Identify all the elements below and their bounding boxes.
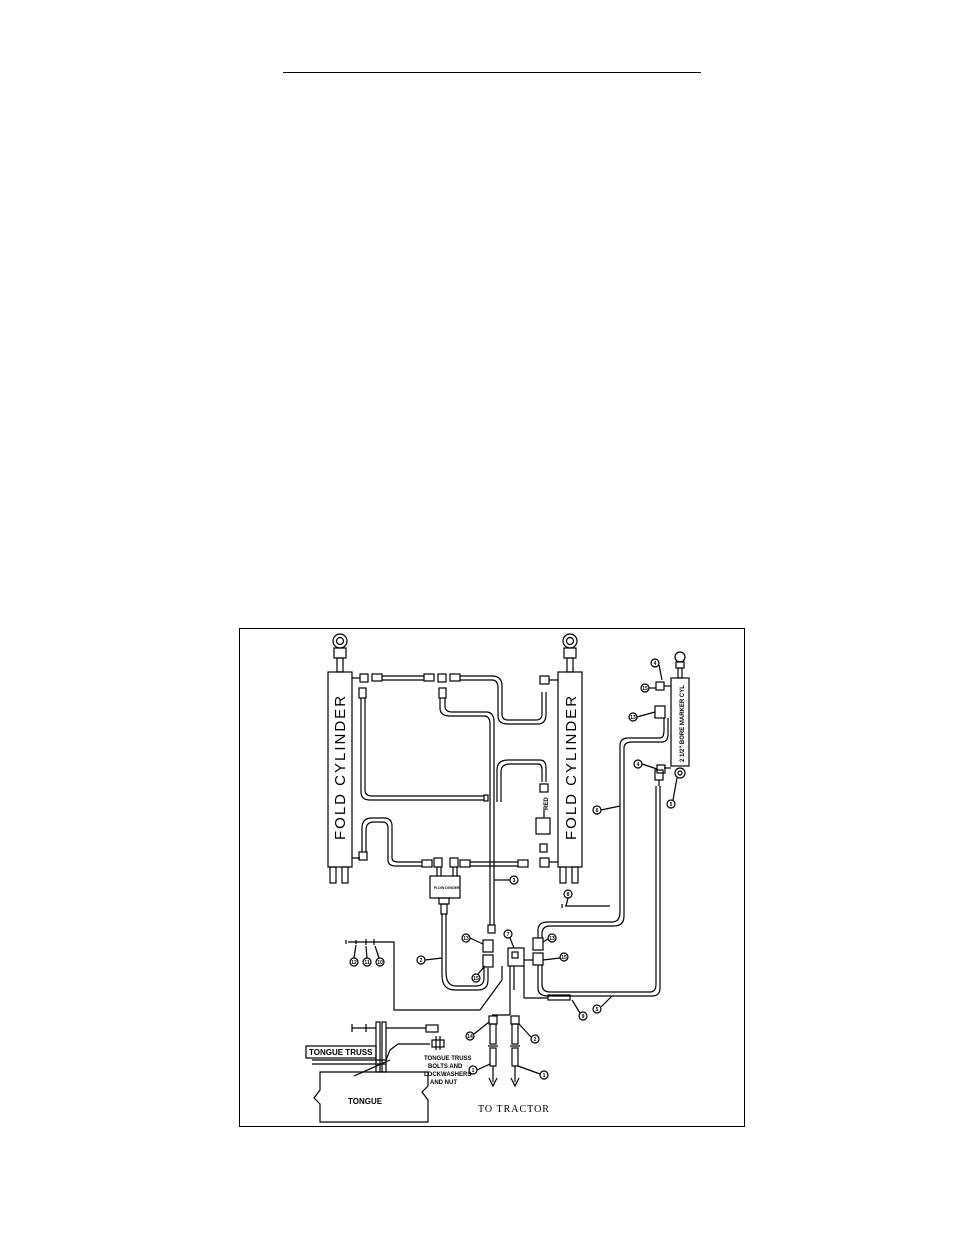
- valve-manifold: [479, 937, 571, 1016]
- tongue-assembly: TONGUE TRUSS TONGUE TONGUE TRUSS BOLTS A…: [305, 1021, 472, 1123]
- callout-9: 9: [571, 999, 588, 1021]
- callout-15: 15: [640, 683, 656, 693]
- svg-text:5: 5: [596, 1007, 599, 1013]
- tongue-truss-label: TONGUE TRUSS: [309, 1048, 373, 1057]
- svg-text:13: 13: [463, 936, 469, 942]
- callout-6: 6: [592, 805, 621, 815]
- svg-text:1: 1: [472, 1068, 475, 1074]
- upper-hose-run: RED: [358, 673, 558, 934]
- right-fold-cylinder: FOLD CYLINDER: [557, 633, 583, 884]
- callout-1-right: 1: [517, 1065, 549, 1080]
- svg-text:15: 15: [642, 686, 648, 692]
- svg-text:13: 13: [630, 715, 636, 721]
- svg-text:6: 6: [596, 808, 599, 814]
- marker-cylinder: 2 1/2" BORE MARKER CYL: [655, 651, 690, 779]
- callout-7: 7: [503, 929, 515, 949]
- page-header-rule: [283, 72, 701, 73]
- left-fold-cylinder-label: FOLD CYLINDER: [332, 694, 349, 840]
- svg-text:4: 4: [637, 762, 640, 768]
- svg-text:2: 2: [420, 958, 423, 964]
- svg-text:12: 12: [351, 960, 357, 966]
- tongue-truss-bolts-line-3: LOCKWASHERS: [424, 1072, 471, 1078]
- red-label: RED: [544, 797, 550, 810]
- callout-15-right: 15: [542, 952, 569, 962]
- flow-divider-label: FLOW DIVIDER: [434, 886, 460, 890]
- flow-divider: FLOW DIVIDER: [429, 875, 489, 991]
- callouts: 4 15 13 4 5 6 8 3: [349, 658, 678, 1080]
- svg-text:5: 5: [670, 802, 673, 808]
- callout-1-left: 1: [468, 1063, 491, 1075]
- callout-4-lower: 4: [633, 759, 658, 770]
- callout-12: 12: [349, 944, 359, 967]
- callout-2-mid: 2: [416, 955, 443, 965]
- left-fold-cylinder: FOLD CYLINDER: [327, 633, 360, 884]
- tongue-truss-bolts-line-4: AND NUT: [430, 1080, 457, 1086]
- callout-10: 10: [374, 945, 385, 967]
- to-tractor-label: TO TRACTOR: [478, 1104, 550, 1115]
- tractor-couplers: TO TRACTOR: [478, 1015, 550, 1115]
- loose-hardware: [345, 939, 480, 1011]
- svg-text:15: 15: [473, 976, 479, 982]
- marker-hoses: [537, 705, 669, 997]
- marker-cylinder-label: 2 1/2" BORE MARKER CYL: [680, 685, 686, 762]
- svg-text:14: 14: [467, 1034, 473, 1040]
- svg-text:3: 3: [513, 878, 516, 884]
- svg-text:10: 10: [377, 960, 383, 966]
- callout-15-left: 15: [471, 965, 486, 983]
- callout-8: 8: [563, 889, 573, 907]
- callout-5-lower: 5: [592, 995, 613, 1014]
- callout-13-marker: 13: [628, 711, 656, 722]
- callout-4-top: 4: [650, 658, 663, 681]
- svg-text:8: 8: [567, 892, 570, 898]
- svg-text:1: 1: [543, 1073, 546, 1079]
- svg-text:9: 9: [582, 1014, 585, 1020]
- callout-13-right: 13: [542, 933, 557, 943]
- svg-text:13: 13: [549, 936, 555, 942]
- svg-text:4: 4: [654, 661, 657, 667]
- svg-text:2: 2: [534, 1037, 537, 1043]
- lower-hose-run: [358, 817, 558, 876]
- tongue-truss-bolts-line-2: BOLTS AND: [428, 1064, 463, 1070]
- tongue-truss-bolts-line-1: TONGUE TRUSS: [424, 1056, 472, 1062]
- callout-11: 11: [362, 945, 372, 967]
- tongue-label: TONGUE: [348, 1097, 383, 1106]
- callout-3: 3: [494, 875, 519, 885]
- svg-text:15: 15: [561, 955, 567, 961]
- callout-13-left: 13: [461, 933, 484, 945]
- diagram-frame: [239, 628, 745, 1127]
- callout-5: 5: [666, 777, 678, 809]
- callout-14: 14: [465, 1021, 490, 1041]
- callout-2-coupler: 2: [518, 1023, 540, 1044]
- part-8-rod: [561, 904, 610, 908]
- svg-text:7: 7: [507, 932, 510, 938]
- right-fold-cylinder-label: FOLD CYLINDER: [563, 694, 580, 840]
- svg-text:11: 11: [364, 960, 370, 966]
